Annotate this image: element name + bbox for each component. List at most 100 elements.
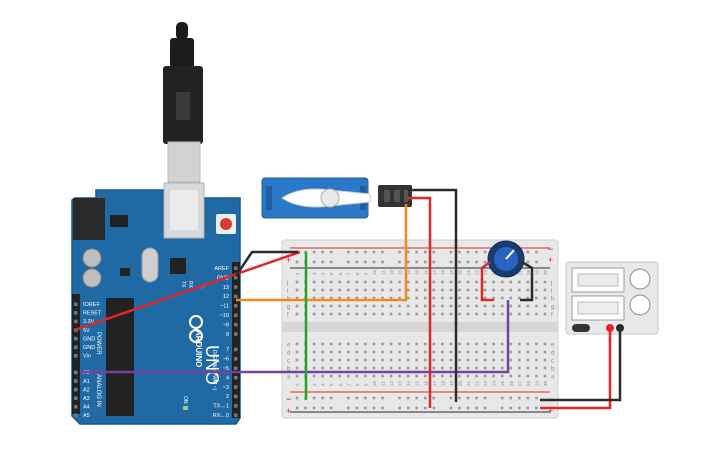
breadboard-hole[interactable]	[475, 366, 478, 370]
breadboard-hole[interactable]	[526, 358, 530, 362]
breadboard-hole[interactable]	[406, 350, 410, 354]
breadboard-hole[interactable]	[458, 280, 461, 284]
breadboard-hole[interactable]	[295, 304, 299, 308]
breadboard-hole[interactable]	[483, 280, 487, 284]
breadboard-hole[interactable]	[509, 358, 513, 362]
rail-hole-top-plus[interactable]	[423, 250, 427, 254]
rail-hole-top-plus[interactable]	[381, 250, 384, 254]
breadboard-hole[interactable]	[321, 350, 324, 354]
breadboard-hole[interactable]	[355, 304, 359, 308]
rail-hole-bottom-plus[interactable]	[518, 406, 521, 410]
breadboard-hole[interactable]	[364, 374, 367, 378]
breadboard-hole[interactable]	[406, 366, 410, 370]
wire-red-5v[interactable]	[74, 250, 301, 332]
rail-hole-bottom-minus[interactable]	[535, 396, 538, 400]
breadboard-hole[interactable]	[492, 358, 495, 362]
breadboard-hole[interactable]	[500, 312, 504, 316]
voltage-knob[interactable]	[629, 268, 651, 290]
header-pin[interactable]	[74, 345, 78, 350]
header-pin[interactable]	[234, 366, 238, 371]
breadboard-hole[interactable]	[355, 296, 359, 300]
breadboard-hole[interactable]	[372, 374, 376, 378]
rail-hole-bottom-minus[interactable]	[423, 396, 427, 400]
rail-hole-bottom-minus[interactable]	[312, 396, 316, 400]
breadboard-hole[interactable]	[329, 374, 333, 378]
header-pin[interactable]	[74, 354, 78, 358]
breadboard-hole[interactable]	[381, 312, 384, 316]
breadboard-hole[interactable]	[398, 350, 401, 354]
rail-hole-top-plus[interactable]	[329, 250, 333, 254]
breadboard-hole[interactable]	[415, 304, 418, 308]
breadboard-hole[interactable]	[364, 296, 367, 300]
breadboard-hole[interactable]	[475, 304, 478, 308]
breadboard-hole[interactable]	[338, 304, 342, 308]
rail-hole-top-plus[interactable]	[406, 250, 410, 254]
rail-hole-bottom-plus[interactable]	[329, 406, 333, 410]
breadboard-hole[interactable]	[347, 296, 350, 300]
breadboard-hole[interactable]	[458, 304, 461, 308]
breadboard-hole[interactable]	[432, 350, 436, 354]
breadboard-hole[interactable]	[432, 280, 436, 284]
rail-hole-bottom-minus[interactable]	[475, 396, 478, 400]
rail-hole-top-plus[interactable]	[364, 250, 367, 254]
breadboard-hole[interactable]	[338, 366, 342, 370]
breadboard-hole[interactable]	[441, 280, 444, 284]
breadboard-hole[interactable]	[500, 342, 504, 346]
rail-hole-bottom-minus[interactable]	[483, 396, 487, 400]
breadboard-hole[interactable]	[458, 366, 461, 370]
breadboard-hole[interactable]	[415, 280, 418, 284]
wires[interactable]	[74, 188, 622, 410]
breadboard-hole[interactable]	[449, 312, 453, 316]
breadboard-hole[interactable]	[381, 374, 384, 378]
breadboard-hole[interactable]	[518, 374, 521, 378]
breadboard-hole[interactable]	[509, 288, 513, 292]
breadboard-hole[interactable]	[509, 312, 513, 316]
breadboard-hole[interactable]	[475, 358, 478, 362]
rail-hole-bottom-minus[interactable]	[509, 396, 513, 400]
breadboard-hole[interactable]	[389, 296, 393, 300]
breadboard-hole[interactable]	[423, 280, 427, 284]
wire-red-pot-power[interactable]	[480, 261, 494, 302]
header-pin[interactable]	[74, 413, 78, 418]
breadboard-hole[interactable]	[364, 312, 367, 316]
breadboard-hole[interactable]	[381, 304, 384, 308]
rail-hole-top-minus[interactable]	[398, 260, 401, 264]
rail-hole-bottom-minus[interactable]	[347, 396, 350, 400]
breadboard-hole[interactable]	[372, 312, 376, 316]
rail-hole-top-minus[interactable]	[423, 260, 427, 264]
breadboard-hole[interactable]	[347, 288, 350, 292]
wire-orange-signal[interactable]	[236, 204, 408, 302]
breadboard-hole[interactable]	[355, 358, 359, 362]
breadboard-hole[interactable]	[441, 350, 444, 354]
breadboard-hole[interactable]	[321, 312, 324, 316]
rail-hole-top-minus[interactable]	[372, 260, 376, 264]
breadboard-hole[interactable]	[518, 280, 521, 284]
breadboard-hole[interactable]	[475, 296, 478, 300]
breadboard-hole[interactable]	[389, 280, 393, 284]
breadboard-hole[interactable]	[295, 350, 299, 354]
breadboard-hole[interactable]	[295, 374, 299, 378]
breadboard-hole[interactable]	[423, 304, 427, 308]
breadboard-hole[interactable]	[441, 296, 444, 300]
wire-purple-analog[interactable]	[80, 300, 510, 374]
breadboard-hole[interactable]	[500, 288, 504, 292]
breadboard-hole[interactable]	[492, 304, 495, 308]
breadboard-hole[interactable]	[338, 288, 342, 292]
breadboard-hole[interactable]	[483, 374, 487, 378]
breadboard-hole[interactable]	[415, 366, 418, 370]
breadboard-hole[interactable]	[475, 342, 478, 346]
breadboard-hole[interactable]	[535, 342, 538, 346]
rail-hole-bottom-plus[interactable]	[364, 406, 367, 410]
breadboard-hole[interactable]	[500, 374, 504, 378]
breadboard-hole[interactable]	[535, 366, 538, 370]
header-pin[interactable]	[234, 357, 238, 361]
breadboard-hole[interactable]	[526, 366, 530, 370]
breadboard-hole[interactable]	[347, 350, 350, 354]
breadboard-hole[interactable]	[492, 296, 495, 300]
breadboard-hole[interactable]	[338, 342, 342, 346]
breadboard-hole[interactable]	[338, 312, 342, 316]
breadboard-hole[interactable]	[406, 280, 410, 284]
breadboard-hole[interactable]	[492, 288, 495, 292]
breadboard-hole[interactable]	[321, 280, 324, 284]
breadboard-hole[interactable]	[449, 304, 453, 308]
